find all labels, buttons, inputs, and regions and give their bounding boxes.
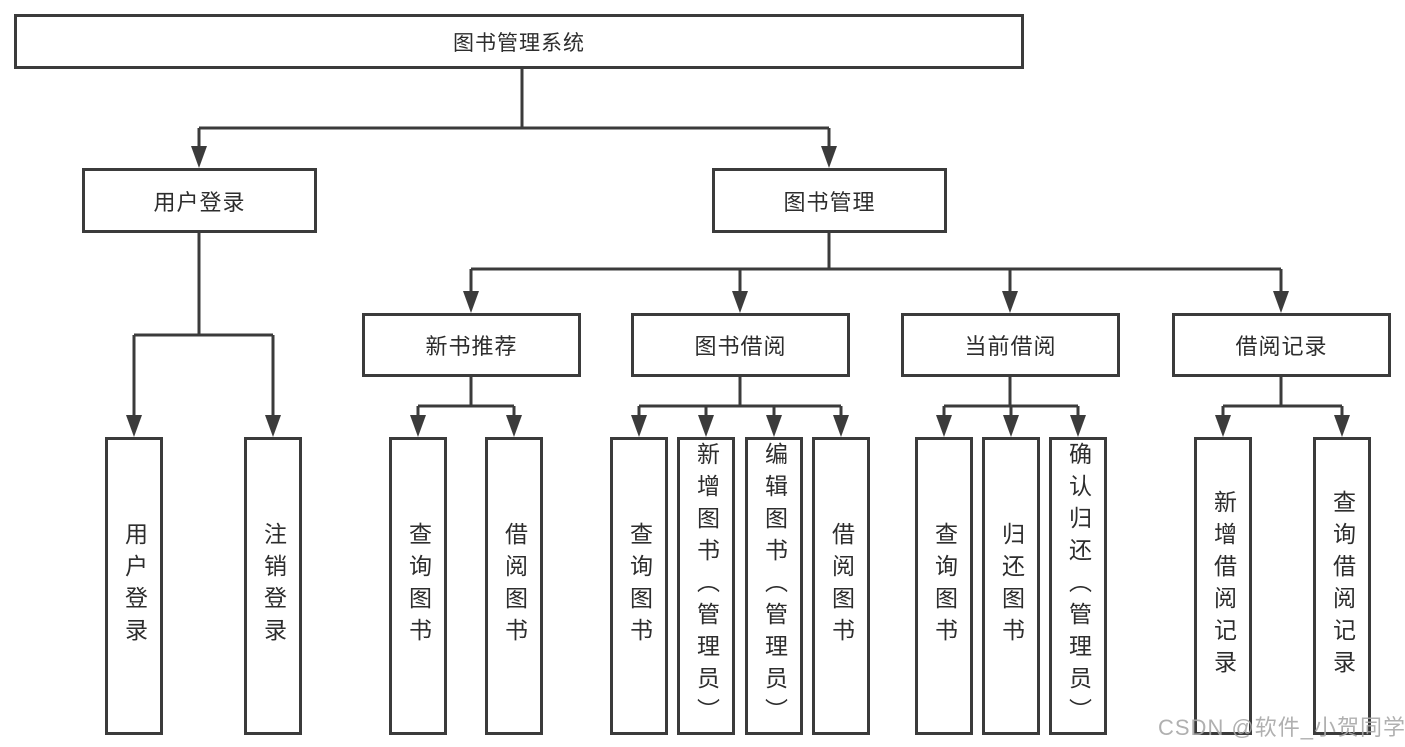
leaf-borrow-books-borrowing: 借阅图书	[812, 437, 870, 735]
node-label: 借阅图书	[828, 522, 855, 650]
leaf-query-books-borrowing: 查询图书	[610, 437, 668, 735]
leaf-edit-books-admin: 编辑图书（管理员）	[745, 437, 803, 735]
leaf-user-login: 用户登录	[105, 437, 163, 735]
node-label: 用户登录	[153, 189, 246, 215]
node-library-management-system: 图书管理系统	[14, 14, 1024, 69]
node-label: 用户登录	[121, 522, 148, 650]
node-label: 新书推荐	[425, 334, 518, 359]
node-label: 当前借阅	[964, 334, 1057, 359]
node-label: 归还图书	[998, 522, 1025, 650]
node-label: 图书管理系统	[453, 31, 585, 55]
leaf-query-borrow-record: 查询借阅记录	[1313, 437, 1371, 735]
node-label: 查询图书	[626, 522, 653, 650]
leaf-logout-login: 注销登录	[244, 437, 302, 735]
node-label: 借阅记录	[1235, 334, 1328, 359]
watermark: CSDN @软件_小贺同学	[1158, 715, 1405, 740]
leaf-query-books-current: 查询图书	[915, 437, 973, 735]
leaf-add-borrow-record: 新增借阅记录	[1194, 437, 1252, 735]
leaf-return-books: 归还图书	[982, 437, 1040, 735]
node-label: 查询借阅记录	[1329, 490, 1356, 682]
node-label: 图书管理	[783, 189, 876, 215]
node-book-management: 图书管理	[712, 168, 947, 233]
node-label: 新增图书（管理员）	[693, 442, 720, 730]
node-user-login: 用户登录	[82, 168, 317, 233]
node-label: 注销登录	[260, 522, 287, 650]
node-label: 确认归还（管理员）	[1065, 442, 1092, 730]
node-borrowing-records: 借阅记录	[1172, 313, 1391, 377]
node-label: 查询图书	[931, 522, 958, 650]
node-label: 新增借阅记录	[1210, 490, 1237, 682]
leaf-query-books-recommend: 查询图书	[389, 437, 447, 735]
node-book-borrowing: 图书借阅	[631, 313, 850, 377]
node-label: 查询图书	[405, 522, 432, 650]
leaf-confirm-return-admin: 确认归还（管理员）	[1049, 437, 1107, 735]
node-label: 图书借阅	[694, 334, 787, 359]
node-label: 借阅图书	[501, 522, 528, 650]
leaf-add-books-admin: 新增图书（管理员）	[677, 437, 735, 735]
node-new-book-recommendation: 新书推荐	[362, 313, 581, 377]
node-current-borrowing: 当前借阅	[901, 313, 1120, 377]
node-label: 编辑图书（管理员）	[761, 442, 788, 730]
leaf-borrow-books-recommend: 借阅图书	[485, 437, 543, 735]
